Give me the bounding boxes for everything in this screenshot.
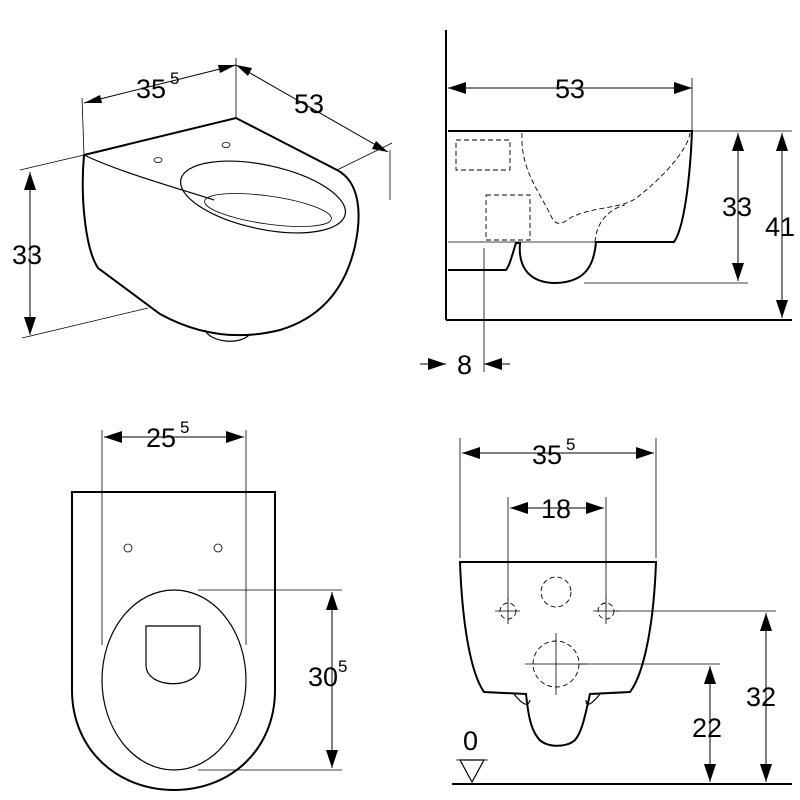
rear-outlet-height-label: 22: [692, 713, 722, 743]
side-depth-label: 53: [555, 74, 585, 104]
seat-hole-icon: [153, 157, 163, 163]
seat-hole-icon: [213, 543, 223, 553]
rear-bowl-outline: [458, 561, 658, 747]
perspective-depth-label: 53: [294, 89, 324, 119]
side-rim-height-label: 33: [722, 192, 752, 222]
side-wall-offset-label: 8: [457, 350, 472, 380]
rear-bolt-spacing-label: 18: [541, 494, 571, 524]
side-view: 53 33 41 8: [420, 30, 795, 380]
perspective-bowl-opening: [179, 160, 347, 234]
perspective-height-label: 33: [12, 240, 42, 270]
top-seat-width-sup: 5: [180, 418, 189, 437]
top-view: 25 5 30 5: [71, 418, 347, 792]
rear-floor-level-label: 0: [463, 726, 478, 756]
top-seat-length-label: 30: [308, 662, 338, 692]
perspective-width-label: 35: [136, 74, 166, 104]
rear-width-label: 35: [532, 440, 562, 470]
perspective-bowl-outline: [81, 116, 360, 337]
seat-hole-icon: [221, 142, 231, 148]
level-marker-icon: [458, 759, 486, 784]
top-bowl-opening: [101, 589, 247, 771]
top-bowl-outline: [71, 491, 276, 792]
seat-hole-icon: [123, 543, 133, 553]
perspective-view: 35 5 53 33: [12, 58, 393, 342]
rear-width-sup: 5: [566, 435, 575, 454]
side-bowl-outline: [448, 130, 694, 285]
top-inner-drain: [145, 625, 201, 685]
top-seat-width-label: 25: [146, 423, 176, 453]
rear-view: 35 5 18 0 22 32: [452, 435, 792, 785]
top-seat-length-sup: 5: [338, 657, 347, 676]
rear-bolt-height-label: 32: [746, 682, 776, 712]
side-total-height-label: 41: [765, 212, 795, 242]
perspective-width-sup: 5: [170, 69, 179, 88]
upper-port-icon: [540, 576, 572, 608]
